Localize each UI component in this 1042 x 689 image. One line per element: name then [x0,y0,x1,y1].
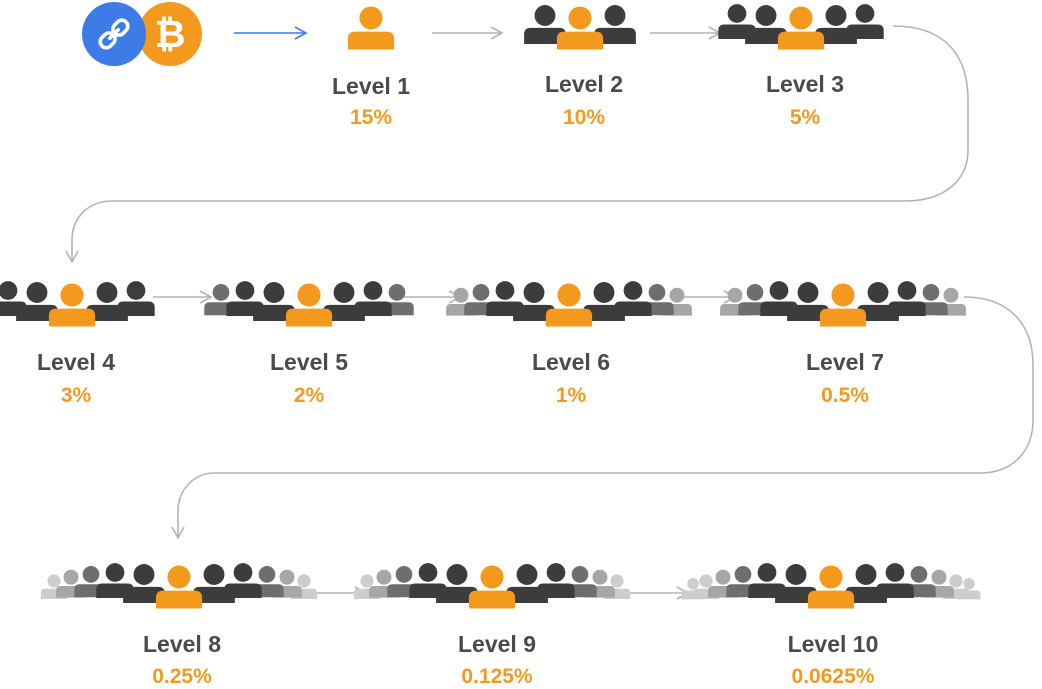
member-person-icon [155,565,203,609]
member-person-icon [545,283,593,327]
level-9-percent: 0.125% [461,665,533,688]
member-person-icon [777,6,825,50]
level-9-people-group-icon [353,563,631,609]
level-7-percent: 0.5% [821,384,869,407]
person-icon [86,282,128,321]
member-person-icon [556,6,604,50]
person-icon [123,564,165,603]
level-6-label: Level 6 [532,349,610,375]
person-icon [193,564,235,603]
level-8-percent: 0.25% [152,665,212,688]
level-5-percent: 2% [293,384,325,407]
person-icon [594,5,636,44]
person-icon [323,282,365,321]
member-person-icon [807,565,855,609]
person-icon [513,282,555,321]
member-person-icon [347,6,395,50]
level-2-percent: 10% [562,106,606,129]
bitcoin-icon: ₿ [138,2,202,66]
level-1-percent: 15% [349,106,393,129]
level-4-people-group-icon [0,281,155,327]
level-3-people-group-icon [718,4,884,50]
member-person-icon [468,565,516,609]
level-4-percent: 3% [60,384,92,407]
level-10-people-group-icon [681,563,981,609]
person-icon [506,564,548,603]
level-1-people-group-icon [347,6,395,50]
level-10-label: Level 10 [787,631,879,657]
arrow-level7-to-level8 [171,296,1034,540]
person-icon [745,5,787,44]
level-9-label: Level 9 [458,631,536,657]
level-8-label: Level 8 [143,631,221,657]
member-person-icon [819,283,867,327]
person-icon [583,282,625,321]
level-10-percent: 0.0625% [791,665,875,688]
level-5-people-group-icon [204,281,414,327]
person-icon [857,282,899,321]
person-icon [787,282,829,321]
level-4-label: Level 4 [37,349,115,375]
level-8-people-group-icon [40,563,318,609]
person-icon [775,564,817,603]
person-icon [524,5,566,44]
level-6-people-group-icon [446,281,692,327]
level-7-people-group-icon [720,281,966,327]
level-2-people-group-icon [524,5,636,50]
level-2-label: Level 2 [545,71,623,97]
people-groups [0,4,981,609]
level-6-percent: 1% [555,384,587,407]
level-3-percent: 5% [789,106,821,129]
level-3-label: Level 3 [766,71,844,97]
person-icon [815,5,857,44]
person-icon [845,564,887,603]
chain-link-icon [82,2,146,66]
level-1-label: Level 1 [332,73,410,99]
person-icon [16,282,58,321]
person-icon [253,282,295,321]
person-icon [436,564,478,603]
level-7-label: Level 7 [806,349,884,375]
bitcoin-glyph: ₿ [155,12,186,56]
arrow-level3-to-level4 [65,25,969,264]
member-person-icon [285,283,333,327]
level-5-label: Level 5 [270,349,348,375]
flow-arrows [65,25,1034,600]
member-person-icon [48,283,96,327]
